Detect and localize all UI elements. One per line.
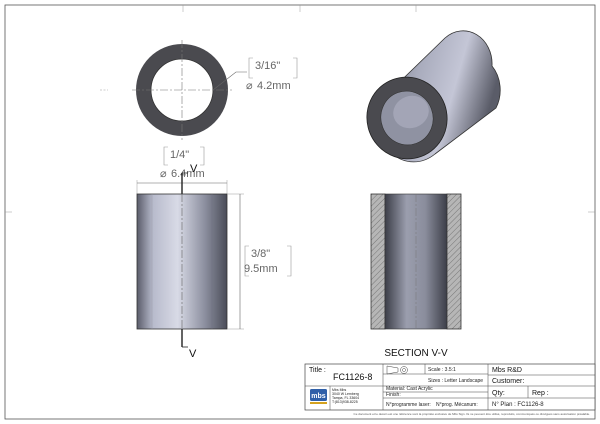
company-address: Mbs Mbs 3040 W Lemberg Tampa, FL 33604 T… bbox=[332, 388, 359, 404]
svg-text:3040 W Lemberg: 3040 W Lemberg bbox=[332, 392, 359, 396]
section-wall-left bbox=[370, 193, 386, 330]
company-text: Mbs R&D bbox=[492, 367, 522, 374]
section-wall-right bbox=[446, 193, 462, 330]
company-logo: mbs bbox=[310, 389, 327, 404]
diameter-symbol: ⌀ bbox=[160, 168, 167, 180]
svg-text:mbs: mbs bbox=[311, 393, 326, 400]
section-marker-bottom: V bbox=[189, 348, 197, 360]
finish-text: Finish: bbox=[386, 392, 401, 398]
iso-bore-shade bbox=[393, 95, 429, 129]
section-marker-top: V bbox=[190, 163, 198, 175]
top-view: 3/16" ⌀ 4.2mm bbox=[132, 40, 298, 140]
projection-symbol-icon bbox=[386, 365, 408, 375]
svg-text:Tampa, FL 33604: Tampa, FL 33604 bbox=[332, 396, 359, 400]
front-dim-height-fraction: 3/8" bbox=[251, 248, 270, 260]
material-text: Material: Cast Acrylic bbox=[386, 386, 433, 392]
section-label: SECTION V-V bbox=[384, 348, 448, 359]
zone-ticks bbox=[5, 5, 595, 213]
top-dim-fraction: 3/16" bbox=[255, 60, 280, 72]
customer-text: Customer: bbox=[492, 378, 524, 385]
front-dim-height-mm: 9.5mm bbox=[244, 263, 278, 275]
prog-laser-text: N°programme laser: bbox=[386, 402, 431, 408]
size-text: Sizes : Letter Landscape bbox=[428, 378, 483, 384]
plan-number-text: N° Plan : FC1126-8 bbox=[492, 402, 544, 408]
title-value: FC1126-8 bbox=[333, 372, 372, 382]
front-dim-diameter-mm: 6.4mm bbox=[171, 168, 205, 180]
svg-text:T:(813)938-8225: T:(813)938-8225 bbox=[332, 400, 358, 404]
front-dim-diameter-fraction: 1/4" bbox=[170, 149, 189, 161]
footer-note: Ce document et le dessin est une référen… bbox=[354, 412, 591, 416]
title-label: Title : bbox=[309, 367, 326, 374]
scale-text: Scale : 3.5:1 bbox=[428, 367, 456, 373]
front-view: 1/4" ⌀ 6.4mm V V 3/8" 9.5mm bbox=[136, 146, 292, 360]
sheet-border bbox=[4, 4, 596, 420]
diameter-symbol: ⌀ bbox=[246, 80, 253, 92]
prog-mecanum-text: N°prog. Mécanum: bbox=[436, 402, 478, 408]
isometric-view bbox=[366, 30, 501, 163]
title-block: Title : FC1126-8 Scale : 3.5:1 Sizes : L… bbox=[304, 363, 596, 411]
qty-text: Qty: bbox=[492, 390, 505, 397]
rep-text: Rep : bbox=[532, 390, 549, 397]
top-dim-leader bbox=[212, 71, 247, 91]
top-dim-mm: 4.2mm bbox=[257, 80, 291, 92]
section-view: SECTION V-V bbox=[370, 193, 462, 359]
svg-text:Mbs Mbs: Mbs Mbs bbox=[332, 388, 346, 392]
